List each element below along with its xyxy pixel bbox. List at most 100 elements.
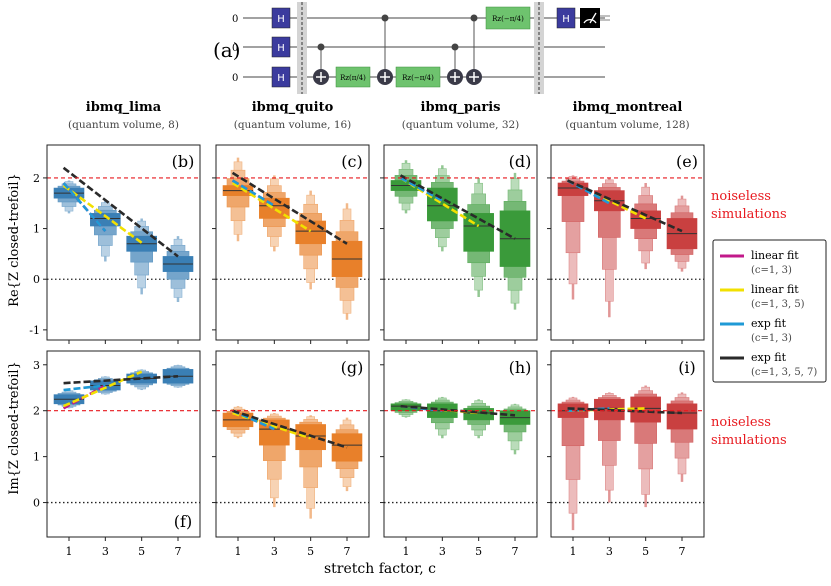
fit-line-exp-1357 bbox=[399, 174, 516, 240]
panel-label-bg bbox=[170, 511, 196, 532]
boxen-c5 bbox=[630, 385, 661, 508]
quantum-volume-label: (quantum volume, 16) bbox=[234, 119, 352, 131]
x-tick-label: 7 bbox=[512, 545, 519, 558]
boxen-level-4 bbox=[463, 213, 494, 252]
boxen-c3 bbox=[427, 396, 458, 439]
cnot-1 bbox=[313, 43, 329, 85]
x-tick-label: 5 bbox=[307, 545, 314, 558]
device-title: ibmq_lima bbox=[86, 100, 162, 115]
x-tick-label: 5 bbox=[475, 545, 482, 558]
boxen-c7 bbox=[666, 392, 698, 482]
hadamard-gate-4: H bbox=[556, 7, 576, 29]
boxen-c3 bbox=[259, 175, 290, 252]
device-title: ibmq_paris bbox=[421, 100, 501, 115]
axes-frame bbox=[215, 350, 370, 538]
measure-icon bbox=[580, 8, 610, 28]
fit-line-exp-13 bbox=[566, 179, 610, 205]
panel-label-bg bbox=[339, 151, 365, 172]
axes-frame bbox=[215, 144, 370, 341]
fit-line-exp-1357 bbox=[567, 407, 683, 415]
fit-line-exp-1357 bbox=[62, 166, 179, 258]
circuit-diagram: (a) 0 0 0 H H H H Rz(π/4) Rz(−π/4) bbox=[213, 2, 610, 94]
x-axis-label: stretch factor, c bbox=[324, 561, 436, 577]
y-tick-label: 3 bbox=[33, 359, 40, 372]
legend-label: linear fit bbox=[751, 249, 799, 262]
axes-frame bbox=[46, 144, 201, 341]
boxen-level-4 bbox=[666, 403, 698, 430]
cnot-3 bbox=[447, 43, 463, 85]
boxen-c1 bbox=[53, 180, 85, 214]
legend-label: exp fit bbox=[751, 317, 787, 330]
axes-frame bbox=[383, 350, 538, 538]
noiseless-label-im-1: noiseless bbox=[711, 415, 771, 430]
y-tick-label: -1 bbox=[29, 324, 40, 337]
y-axis-label-re: Re{Z closed-trefoil} bbox=[7, 173, 22, 307]
axes-frame bbox=[550, 350, 705, 538]
y-tick-label: 2 bbox=[33, 172, 40, 185]
svg-text:H: H bbox=[277, 43, 285, 54]
boxen-c7 bbox=[499, 403, 531, 455]
x-tick-label: 1 bbox=[66, 545, 73, 558]
rz-gate-1: Rz(π/4) bbox=[335, 66, 371, 88]
rz-gate-3: Rz(−π/4) bbox=[485, 6, 531, 30]
quantum-volume-label: (quantum volume, 32) bbox=[402, 119, 520, 131]
y-axis-label-im: Im{Z closed-trefoil} bbox=[7, 361, 22, 495]
axes-frame bbox=[550, 144, 705, 341]
panel-e: ibmq_montreal(quantum volume, 128)(e) bbox=[547, 100, 705, 344]
x-tick-label: 1 bbox=[403, 545, 410, 558]
panel-label-bg bbox=[339, 357, 365, 378]
boxen-c7 bbox=[162, 236, 194, 303]
panel-c: ibmq_quito(quantum volume, 16)(c) bbox=[212, 100, 370, 344]
svg-text:H: H bbox=[277, 73, 285, 84]
fit-line-exp-1357 bbox=[231, 171, 348, 245]
svg-text:H: H bbox=[277, 14, 285, 25]
noiseless-label-im-2: simulations bbox=[711, 433, 787, 448]
quantum-volume-label: (quantum volume, 8) bbox=[68, 119, 179, 131]
boxen-c5 bbox=[463, 177, 494, 297]
x-tick-label: 5 bbox=[642, 545, 649, 558]
panel-label-bg bbox=[674, 151, 700, 172]
fit-line-exp-13 bbox=[231, 179, 276, 207]
legend-sublabel: (c=1, 3) bbox=[751, 333, 792, 344]
fit-line-linear-135 bbox=[62, 184, 143, 244]
boxen-c7 bbox=[666, 195, 698, 272]
fit-line-exp-1357 bbox=[400, 404, 516, 417]
fit-line-linear-135 bbox=[63, 370, 143, 408]
legend-sublabel: (c=1, 3, 5) bbox=[751, 299, 805, 310]
panel-label: (c) bbox=[341, 152, 362, 171]
fit-line-exp-1357 bbox=[567, 179, 683, 233]
x-tick-label: 7 bbox=[344, 545, 351, 558]
panel-label-bg bbox=[170, 151, 196, 172]
boxen-c5 bbox=[295, 190, 326, 290]
hadamard-gate-1: H bbox=[271, 7, 291, 29]
axes-frame bbox=[46, 350, 201, 538]
boxen-c7 bbox=[331, 417, 363, 492]
panel-label: (i) bbox=[678, 358, 696, 377]
boxen-c7 bbox=[499, 172, 531, 310]
device-title: ibmq_montreal bbox=[573, 100, 683, 115]
wire-label-3: 0 bbox=[232, 73, 238, 84]
noiseless-label-re-1: noiseless bbox=[711, 189, 771, 204]
x-tick-label: 7 bbox=[679, 545, 686, 558]
boxen-c1 bbox=[390, 160, 422, 214]
fit-line-exp-13 bbox=[232, 409, 275, 431]
fit-line-exp-13 bbox=[62, 182, 107, 232]
svg-text:Rz(−π/4): Rz(−π/4) bbox=[492, 15, 524, 23]
boxen-level-4 bbox=[463, 408, 494, 421]
panel-label: (f) bbox=[174, 512, 192, 531]
boxen-c1 bbox=[222, 157, 254, 242]
fit-line-exp-13 bbox=[63, 384, 106, 392]
panel-label: (e) bbox=[676, 152, 698, 171]
axes-frame bbox=[383, 144, 538, 341]
fit-line-exp-13 bbox=[399, 176, 443, 202]
x-tick-label: 3 bbox=[102, 545, 109, 558]
boxen-c5 bbox=[295, 415, 326, 519]
x-tick-label: 1 bbox=[235, 545, 242, 558]
boxen-c5 bbox=[126, 218, 157, 295]
panel-label-bg bbox=[507, 151, 533, 172]
boxen-level-4 bbox=[295, 220, 326, 245]
wire-label-2: 0 bbox=[232, 43, 238, 54]
y-tick-label: 0 bbox=[33, 273, 40, 286]
